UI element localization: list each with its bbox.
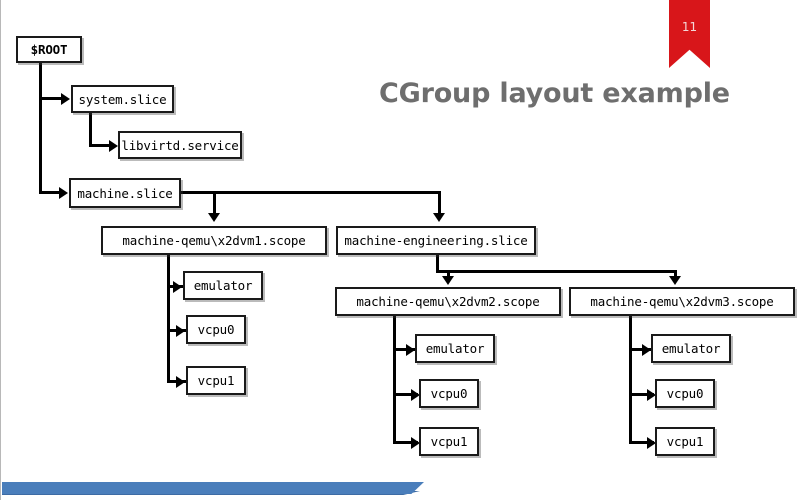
page-title: CGroup layout example	[379, 78, 730, 109]
arrowhead-machine-to-vm1	[208, 213, 220, 222]
arrowhead-vm1-to-emulator	[173, 281, 182, 293]
arrowhead-vm3-to-emulator	[642, 344, 651, 356]
arrowhead-vm3-to-vcpu1	[647, 437, 656, 449]
arrowhead-engineering-to-vm3	[669, 276, 681, 285]
arrowhead-root-to-machine	[59, 187, 68, 199]
edge-vm2-to-vcpu1	[393, 441, 418, 444]
edge-machine-bus	[179, 191, 441, 194]
node-vm1-vcpu0[interactable]: vcpu0	[186, 315, 246, 344]
arrowhead-vm2-to-vcpu0	[411, 389, 420, 401]
node-system-slice[interactable]: system.slice	[71, 85, 174, 113]
node-vm1-scope[interactable]: machine-qemu\x2dvm1.scope	[101, 226, 327, 255]
arrowhead-vm2-to-emulator	[406, 344, 415, 356]
arrowhead-root-to-system	[61, 93, 70, 105]
edge-root-trunk	[39, 62, 42, 194]
arrowhead-machine-to-engineering	[433, 213, 445, 222]
edge-vm2-to-vcpu0	[393, 393, 418, 396]
node-vm1-emulator[interactable]: emulator	[183, 271, 263, 300]
arrowhead-vm3-to-vcpu0	[647, 389, 656, 401]
edge-engineering-bus	[436, 270, 676, 273]
node-vm3-scope[interactable]: machine-qemu\x2dvm3.scope	[569, 287, 795, 316]
node-root[interactable]: $ROOT	[16, 36, 82, 63]
edge-engineering-stem	[436, 254, 439, 272]
edge-vm2-to-emulator	[393, 348, 415, 351]
edge-machine-to-engineering	[438, 191, 441, 215]
edge-vm1-trunk	[167, 254, 170, 382]
edge-vm3-to-vcpu1	[629, 441, 654, 444]
footer-bar	[2, 482, 424, 494]
edge-root-to-system	[39, 97, 63, 100]
edge-system-to-libvirtd	[89, 144, 111, 147]
node-vm2-vcpu1[interactable]: vcpu1	[419, 427, 479, 456]
node-vm2-vcpu0[interactable]: vcpu0	[419, 379, 479, 408]
page-number-ribbon: 11	[669, 0, 710, 68]
edge-vm3-to-vcpu0	[629, 393, 654, 396]
node-libvirtd-service[interactable]: libvirtd.service	[118, 131, 242, 159]
edge-root-to-machine	[39, 191, 61, 194]
page-number-label: 11	[681, 20, 698, 34]
node-vm3-vcpu0[interactable]: vcpu0	[655, 379, 715, 408]
node-vm3-vcpu1[interactable]: vcpu1	[655, 427, 715, 456]
arrowhead-system-to-libvirtd	[109, 140, 118, 152]
edge-vm2-trunk	[393, 315, 396, 444]
edge-engineering-to-vm3	[674, 270, 677, 278]
arrowhead-engineering-to-vm2	[442, 276, 454, 285]
node-vm2-scope[interactable]: machine-qemu\x2dvm2.scope	[335, 287, 561, 316]
node-vm1-vcpu1[interactable]: vcpu1	[186, 366, 246, 395]
edge-system-trunk	[89, 113, 92, 146]
node-machine-slice[interactable]: machine.slice	[69, 178, 181, 208]
node-vm3-emulator[interactable]: emulator	[651, 334, 731, 363]
edge-machine-to-vm1	[213, 191, 216, 215]
node-engineering-slice[interactable]: machine-engineering.slice	[336, 226, 536, 255]
edge-engineering-to-vm2	[447, 270, 450, 278]
edge-vm3-to-emulator	[629, 348, 651, 351]
node-vm2-emulator[interactable]: emulator	[415, 334, 495, 363]
arrowhead-vm1-to-vcpu0	[176, 325, 185, 337]
edge-vm3-trunk	[629, 315, 632, 444]
arrowhead-vm2-to-vcpu1	[411, 437, 420, 449]
arrowhead-vm1-to-vcpu1	[176, 376, 185, 388]
